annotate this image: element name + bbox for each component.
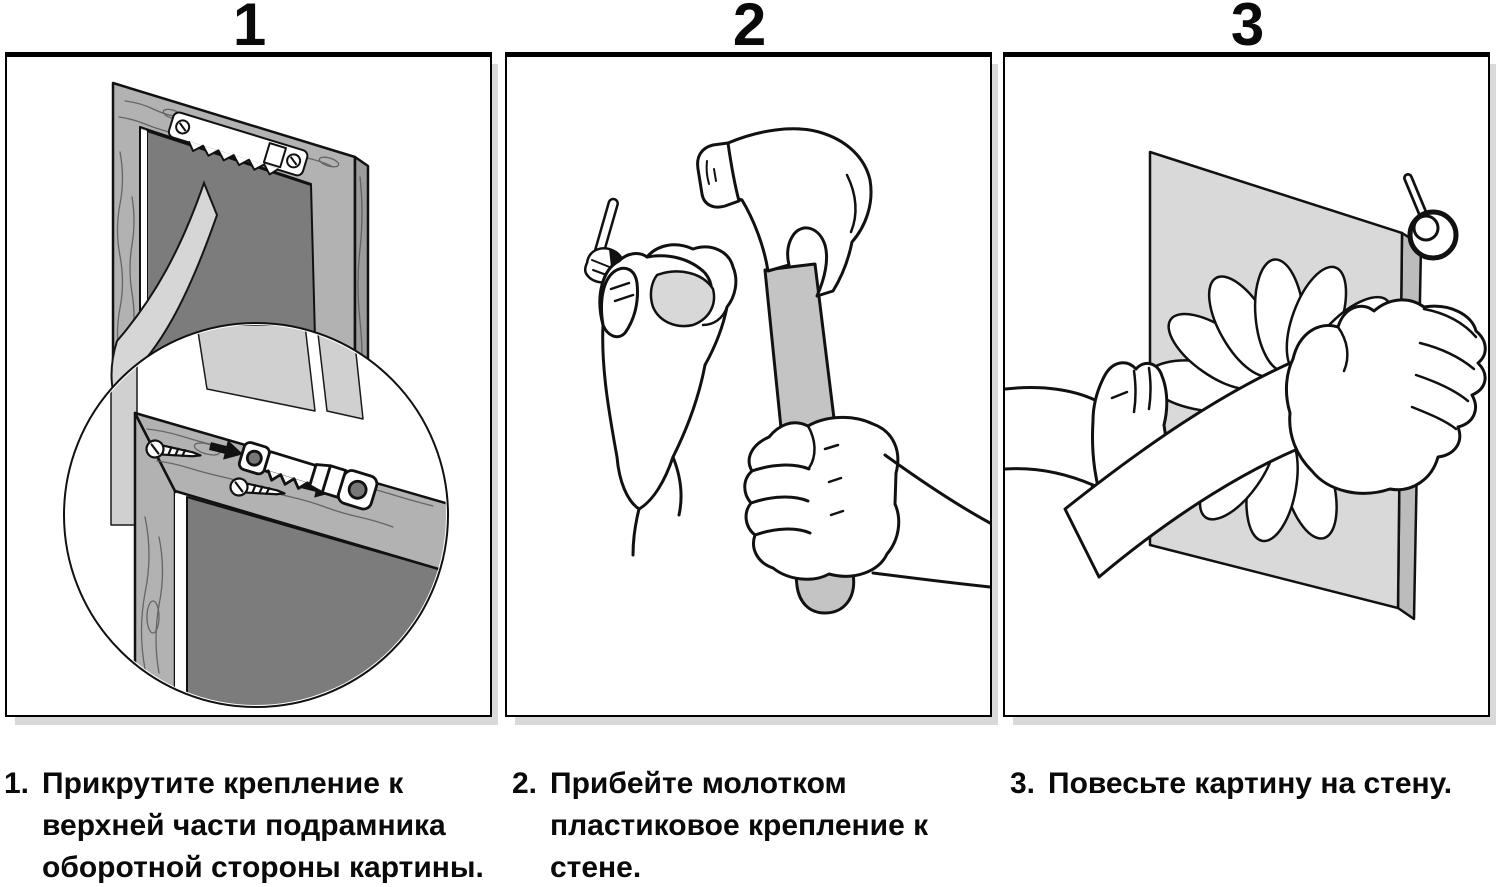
caption-step-2: 2. Прибейте молотком пластиковое креплен… [512, 763, 990, 887]
screw-icon [145, 439, 202, 459]
step-3-number: 3 [1230, 0, 1264, 58]
hand-holding-nail [598, 243, 738, 557]
caption-step-1: 1. Прикрутите крепление к верхней части … [4, 763, 502, 887]
magnified-detail [110, 325, 446, 705]
step-1-panel [5, 52, 492, 717]
caption-3-number: 3. [1010, 767, 1036, 800]
frame-back-illustration [63, 81, 449, 708]
hanging-picture-illustration [1005, 150, 1487, 621]
right-hand-gripping-canvas [1284, 298, 1487, 495]
caption-2-number: 2. [512, 767, 538, 800]
screw-icon [229, 477, 286, 497]
nail-hook-icon [583, 197, 625, 284]
hammer-and-nail-illustration [583, 127, 990, 615]
step-1: 1 [5, 0, 492, 717]
step-2-number: 2 [732, 0, 766, 58]
magnifier-swoosh [110, 180, 219, 393]
caption-2-text: Прибейте молотком пластиковое крепление … [550, 767, 929, 884]
step-3: 3 [1003, 0, 1490, 717]
step-1-number: 1 [232, 0, 266, 58]
hanger-bracket-magnified [237, 441, 379, 511]
step-2-panel [505, 52, 992, 717]
hanger-bracket-small [167, 111, 309, 177]
caption-1-text: Прикрутите крепление к верхней части под… [42, 767, 484, 884]
arrow-right-icon [209, 440, 243, 460]
caption-3-text: Повесьте картину на стену. [1048, 767, 1453, 800]
step-3-panel [1003, 52, 1490, 717]
caption-1-number: 1. [4, 767, 30, 800]
caption-step-3: 3. Повесьте картину на стену. [1010, 763, 1496, 805]
hand-gripping-hammer [743, 415, 990, 589]
wall-hook-icon [1403, 173, 1459, 261]
step-2: 2 [505, 0, 992, 717]
